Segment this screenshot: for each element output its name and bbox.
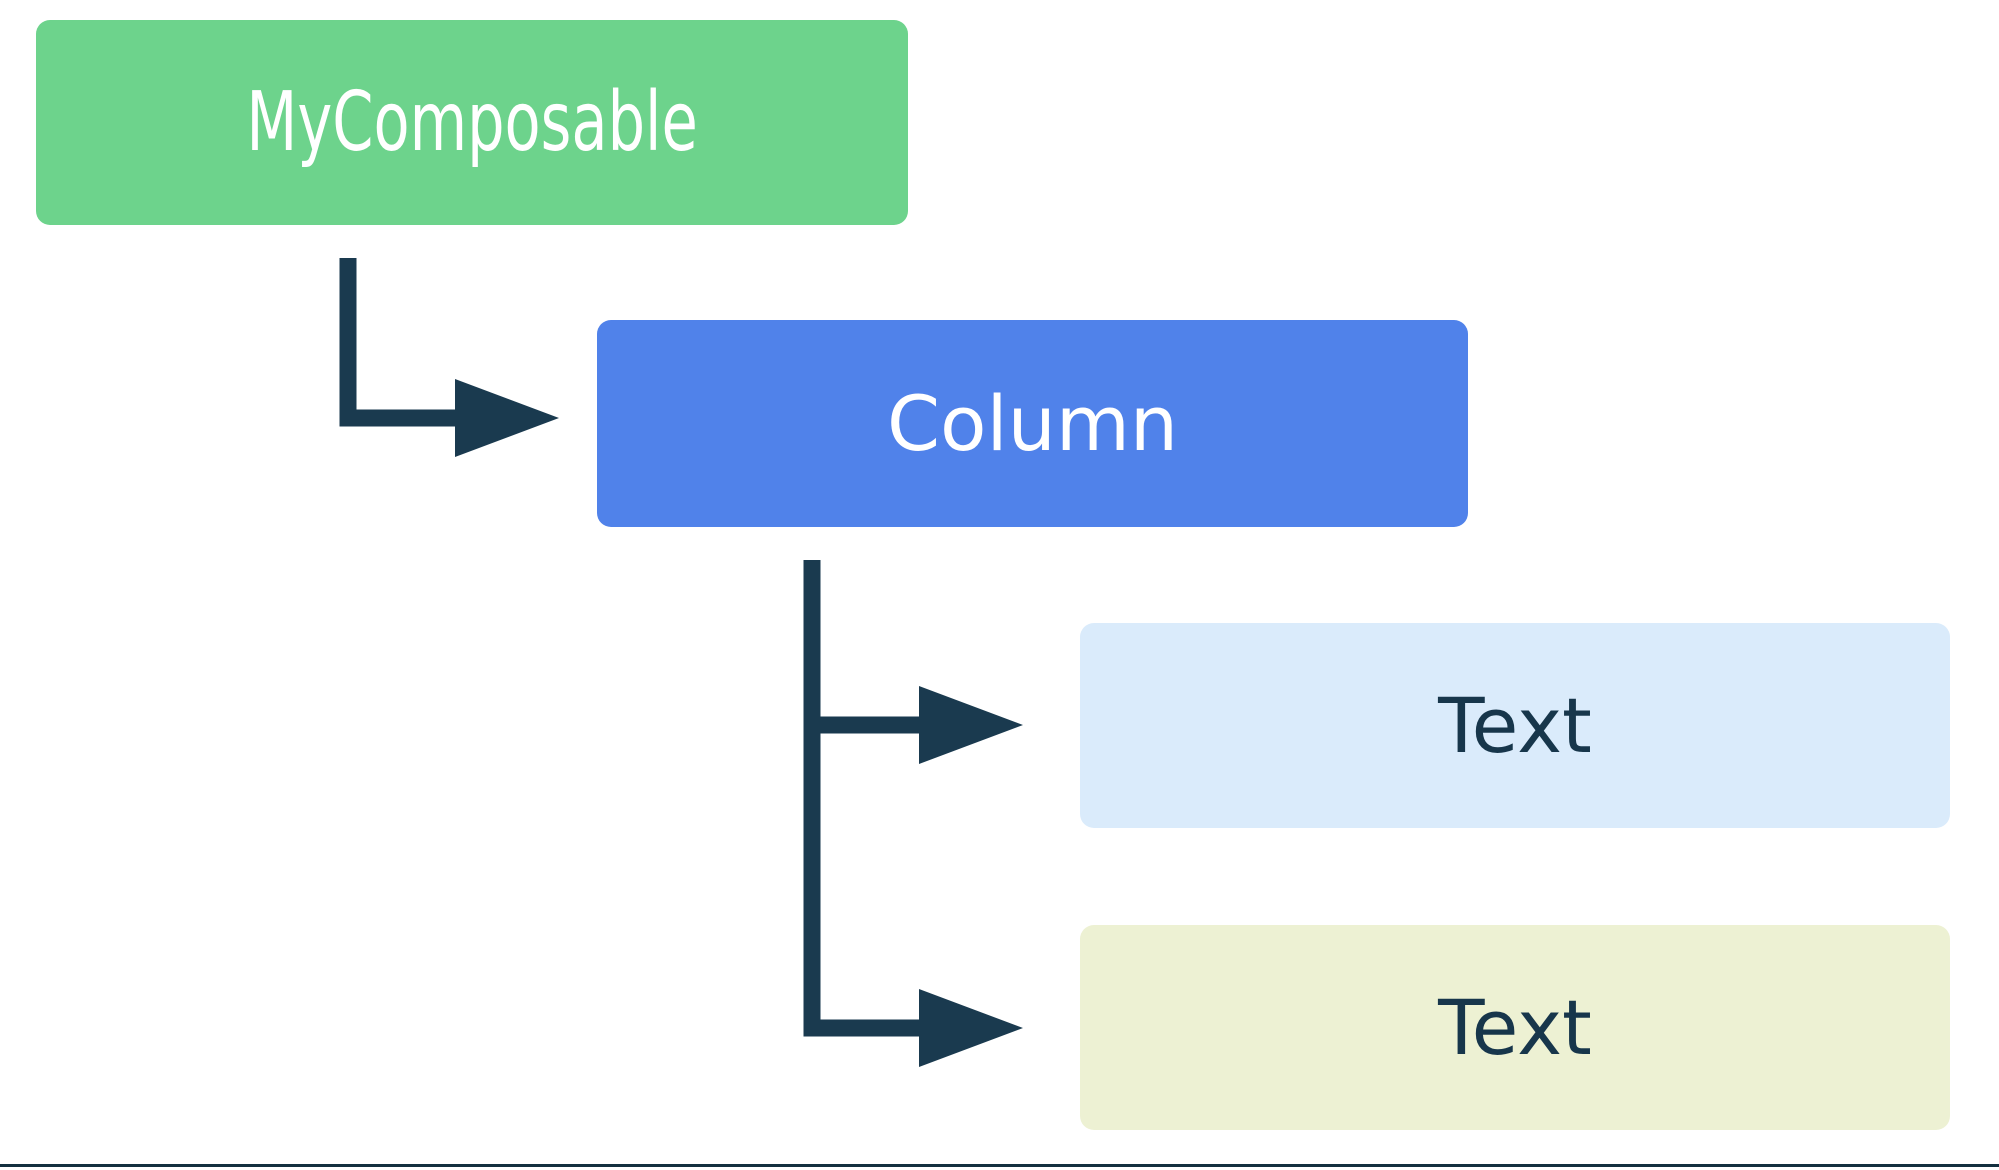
edge-column-to-text-1-arrowhead [919, 686, 1023, 764]
edge-column-to-text-2-line [803, 725, 926, 1037]
edge-column-to-text-1 [803, 560, 1023, 764]
edge-column-to-text-2-arrowhead [919, 989, 1023, 1067]
node-column-label: Column [886, 378, 1179, 468]
edge-column-to-text-1-line [803, 560, 926, 734]
node-my-composable[interactable]: MyComposable [36, 20, 908, 225]
node-text-2-label: Text [1438, 982, 1592, 1072]
node-column[interactable]: Column [597, 320, 1468, 527]
edge-root-to-column-line [339, 258, 462, 427]
bottom-divider [0, 1164, 1999, 1167]
node-text-1[interactable]: Text [1080, 623, 1950, 828]
node-text-2[interactable]: Text [1080, 925, 1950, 1130]
node-my-composable-label: MyComposable [246, 74, 698, 170]
node-text-1-label: Text [1438, 680, 1592, 770]
edge-root-to-column-arrowhead [455, 379, 559, 457]
edge-column-to-text-2 [803, 725, 1023, 1067]
edge-root-to-column [339, 258, 559, 457]
